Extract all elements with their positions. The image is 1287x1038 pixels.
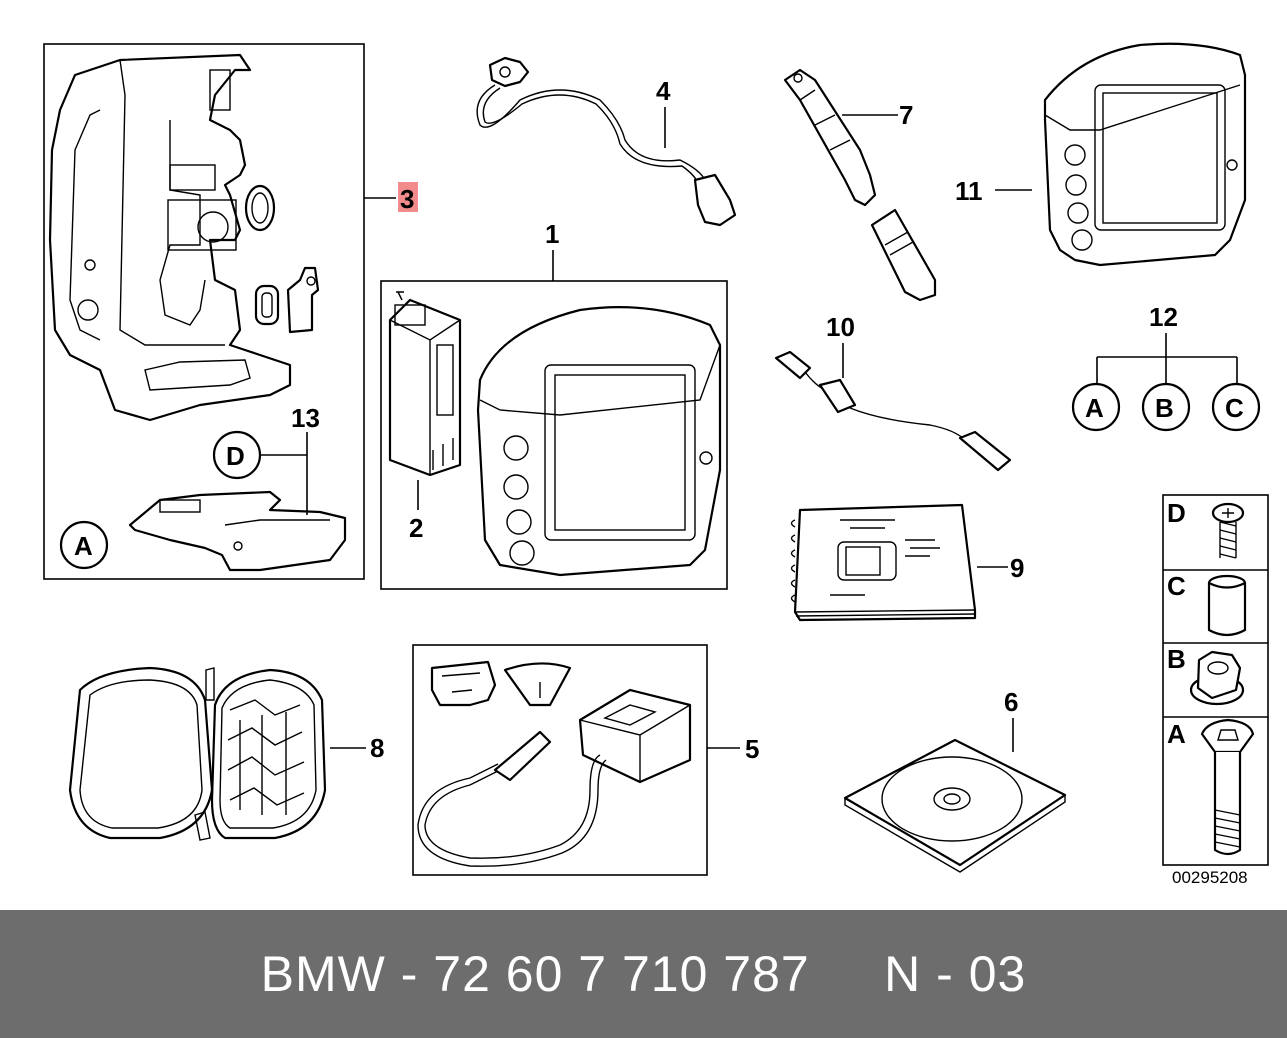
callout-9: 9 (1010, 553, 1024, 583)
navigator-device-part (476, 306, 722, 577)
circle-C-12 (1211, 382, 1261, 432)
circle-D-13-label: D (226, 441, 245, 471)
footer-bar: BMW - 72 60 7 710 787 N - 03 (0, 910, 1287, 1038)
screw-D-part (1211, 502, 1245, 559)
callout-1: 1 (545, 219, 559, 249)
wiring-harness-part (476, 56, 737, 227)
callout-5: 5 (745, 734, 759, 764)
circle-A-3 (59, 520, 109, 570)
parts-diagram: 3 13 D A 1 2 4 (43, 42, 1269, 876)
group-1-frame (380, 280, 728, 590)
callout-10: 10 (826, 312, 855, 342)
hardware-panel-frame (1162, 494, 1269, 866)
group-3-frame (43, 43, 365, 580)
power-adapter-part (417, 660, 692, 867)
circle-C-12-label: C (1225, 393, 1244, 423)
grommet-part (254, 284, 280, 326)
seal-ring-part (244, 184, 276, 232)
callout-2: 2 (409, 513, 423, 543)
nut-B-part (1189, 650, 1245, 706)
callout-13: 13 (291, 403, 320, 433)
panel-row-D: D (1167, 498, 1186, 528)
bolt-A-part (1200, 718, 1255, 856)
sleeve-C-part (1207, 574, 1247, 637)
circle-B-12 (1141, 382, 1191, 432)
callout-12: 12 (1149, 302, 1178, 332)
callout-3-highlight (398, 182, 418, 212)
base-plate-part (128, 490, 347, 572)
usb-cable-part (774, 350, 1012, 472)
carry-case-part (68, 666, 327, 841)
panel-row-A: A (1167, 719, 1186, 749)
circle-A-12 (1071, 382, 1121, 432)
callout-7: 7 (899, 100, 913, 130)
circle-A-3-label: A (74, 531, 93, 561)
circle-A-12-label: A (1085, 393, 1104, 423)
manual-booklet-part (790, 503, 977, 622)
callout-8: 8 (370, 733, 384, 763)
callout-4: 4 (656, 76, 671, 106)
callout-3: 3 (400, 184, 414, 214)
group-5-frame (412, 644, 708, 876)
part-number-caption: BMW - 72 60 7 710 787 N - 03 (260, 946, 1027, 1002)
clip-part (286, 266, 320, 334)
battery-part (388, 291, 462, 477)
panel-row-B: B (1167, 644, 1186, 674)
panel-row-C: C (1167, 571, 1186, 601)
diagram-reference-code: 00295208 (1172, 868, 1248, 887)
software-cd-part (843, 738, 1067, 873)
cradle-holder-part (48, 53, 292, 422)
callout-6: 6 (1004, 687, 1018, 717)
stylus-part (783, 68, 937, 302)
callout-11: 11 (955, 176, 983, 206)
circle-B-12-label: B (1155, 393, 1174, 423)
circle-D-13 (212, 430, 262, 480)
navigator-unit-part (1043, 42, 1247, 267)
